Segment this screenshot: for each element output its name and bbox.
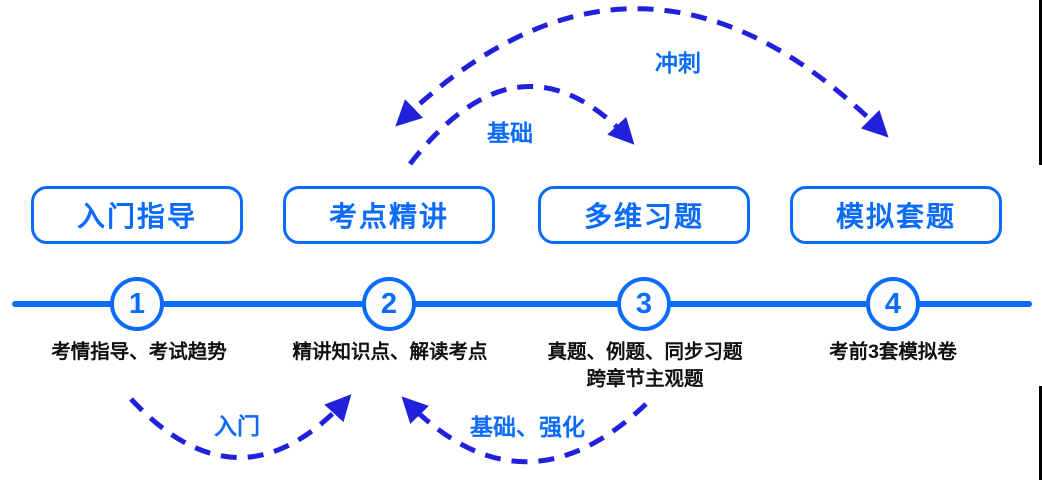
stage-box-label: 考点精讲 — [328, 201, 449, 232]
stage-box-intro-guide: 入门指导 — [31, 186, 243, 244]
arc-label-foundation-strengthen: 基础、强化 — [470, 414, 585, 440]
stage-description-2: 精讲知识点、解读考点 — [247, 339, 533, 366]
stage-description-text: 考情指导、考试趋势 — [51, 341, 227, 363]
stage-description-text: 精讲知识点、解读考点 — [292, 341, 488, 363]
stage-description-line2: 跨章节主观题 — [586, 368, 704, 390]
timeline-node-3: 3 — [617, 277, 671, 331]
right-edge-line-top — [1039, 0, 1042, 165]
right-edge-line-bottom — [1039, 386, 1042, 480]
arc-label-sprint: 冲刺 — [655, 50, 701, 76]
arc-label-foundation-top: 基础 — [487, 120, 533, 146]
timeline-line — [12, 301, 1032, 307]
arc-label-intro: 入门 — [214, 413, 260, 439]
stage-box-exercises: 多维习题 — [538, 186, 750, 244]
stage-box-label: 多维习题 — [583, 201, 704, 232]
stage-box-label: 入门指导 — [76, 201, 197, 232]
timeline-node-number: 3 — [635, 287, 653, 320]
timeline-node-1: 1 — [110, 277, 164, 331]
arc-sprint — [395, 6, 889, 138]
timeline-node-number: 4 — [884, 287, 902, 320]
stage-description-4: 考前3套模拟卷 — [750, 339, 1036, 366]
timeline-node-2: 2 — [362, 277, 416, 331]
timeline-node-number: 2 — [380, 287, 398, 320]
stage-description-text: 真题、例题、同步习题 — [547, 341, 743, 363]
stage-description-text: 考前3套模拟卷 — [829, 341, 957, 363]
stage-box-mock-exams: 模拟套题 — [790, 186, 1002, 244]
stage-description-3: 真题、例题、同步习题 跨章节主观题 — [502, 339, 788, 393]
timeline-node-4: 4 — [866, 277, 920, 331]
timeline-node-number: 1 — [128, 287, 146, 320]
stage-description-1: 考情指导、考试趋势 — [0, 339, 282, 366]
stage-box-label: 模拟套题 — [835, 201, 956, 232]
stage-box-key-points: 考点精讲 — [283, 186, 495, 244]
